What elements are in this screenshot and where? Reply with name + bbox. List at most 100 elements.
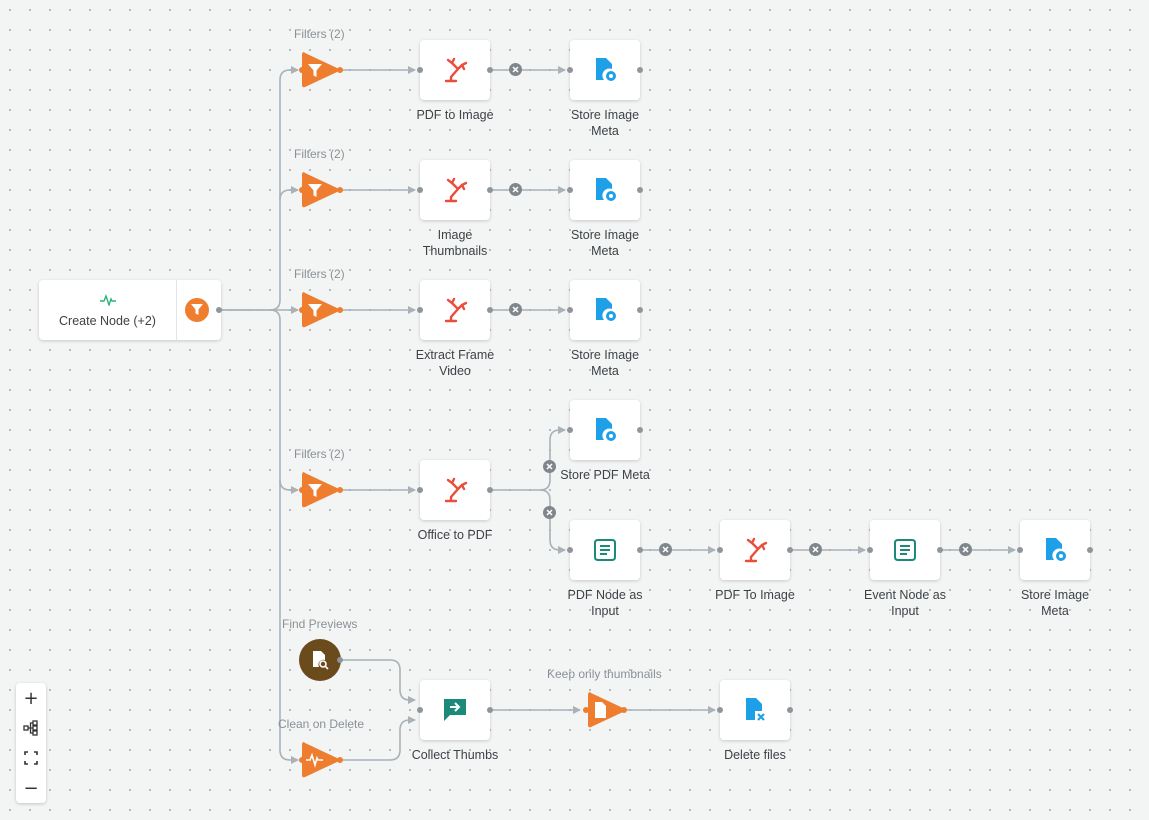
input-port[interactable] bbox=[299, 67, 305, 73]
robot-arm-icon bbox=[444, 477, 468, 503]
input-port[interactable] bbox=[417, 307, 423, 313]
close-icon bbox=[812, 546, 819, 553]
activity-icon bbox=[100, 294, 116, 306]
remove-edge-button[interactable] bbox=[509, 303, 522, 316]
output-port[interactable] bbox=[487, 487, 493, 493]
filter-node-4[interactable] bbox=[300, 470, 340, 510]
filter-group-label: Filters (2) bbox=[294, 27, 345, 41]
remove-edge-button[interactable] bbox=[959, 543, 972, 556]
remove-edge-button[interactable] bbox=[543, 460, 556, 473]
keep-only-thumbnails-node[interactable] bbox=[586, 690, 626, 730]
pdf-to-image-node-2[interactable] bbox=[720, 520, 790, 580]
output-port[interactable] bbox=[637, 307, 643, 313]
input-port[interactable] bbox=[717, 707, 723, 713]
divider bbox=[176, 280, 177, 340]
close-icon bbox=[546, 463, 553, 470]
input-port[interactable] bbox=[567, 187, 573, 193]
output-port[interactable] bbox=[787, 547, 793, 553]
input-port[interactable] bbox=[717, 547, 723, 553]
filter-icon bbox=[308, 304, 322, 317]
output-port[interactable] bbox=[487, 307, 493, 313]
output-port[interactable] bbox=[637, 187, 643, 193]
collect-thumbs-node[interactable] bbox=[420, 680, 490, 740]
input-port[interactable] bbox=[867, 547, 873, 553]
node-label: Event Node as Input bbox=[864, 588, 946, 618]
robot-arm-icon bbox=[744, 537, 768, 563]
input-port[interactable] bbox=[417, 707, 423, 713]
output-port[interactable] bbox=[337, 187, 343, 193]
file-settings-icon bbox=[596, 418, 616, 441]
output-port[interactable] bbox=[337, 487, 343, 493]
output-port[interactable] bbox=[487, 67, 493, 73]
input-port[interactable] bbox=[567, 307, 573, 313]
node-label: Collect Thumbs bbox=[411, 748, 499, 762]
input-port[interactable] bbox=[567, 427, 573, 433]
robot-arm-icon bbox=[444, 177, 468, 203]
output-port[interactable] bbox=[487, 187, 493, 193]
clean-on-delete-node[interactable] bbox=[300, 740, 340, 780]
input-port[interactable] bbox=[583, 707, 589, 713]
find-previews-label: Find Previews bbox=[282, 617, 358, 631]
filter-node-1[interactable] bbox=[300, 50, 340, 90]
input-port[interactable] bbox=[417, 187, 423, 193]
close-icon bbox=[512, 306, 519, 313]
remove-edge-button[interactable] bbox=[543, 506, 556, 519]
input-port[interactable] bbox=[299, 307, 305, 313]
zoom-in-button[interactable]: + bbox=[23, 687, 39, 709]
store-image-meta-node[interactable] bbox=[570, 160, 640, 220]
store-image-meta-node[interactable] bbox=[570, 40, 640, 100]
input-port[interactable] bbox=[417, 67, 423, 73]
output-port[interactable] bbox=[637, 427, 643, 433]
store-image-meta-node[interactable] bbox=[570, 280, 640, 340]
filter-node-3[interactable] bbox=[300, 290, 340, 330]
output-port[interactable] bbox=[637, 67, 643, 73]
remove-edge-button[interactable] bbox=[509, 183, 522, 196]
fit-screen-icon bbox=[24, 751, 38, 765]
output-port[interactable] bbox=[337, 657, 343, 663]
find-previews-node[interactable] bbox=[299, 639, 341, 681]
file-settings-icon bbox=[596, 298, 616, 321]
extract-frame-video-node[interactable] bbox=[420, 280, 490, 340]
keep-only-thumbnails-label: Keep only thumbnails bbox=[547, 667, 662, 681]
delete-files-node[interactable] bbox=[720, 680, 790, 740]
remove-edge-button[interactable] bbox=[809, 543, 822, 556]
fit-view-button[interactable] bbox=[16, 743, 46, 773]
auto-layout-button[interactable] bbox=[16, 713, 46, 743]
office-to-pdf-node[interactable] bbox=[420, 460, 490, 520]
input-port[interactable] bbox=[1017, 547, 1023, 553]
filter-node-2[interactable] bbox=[300, 170, 340, 210]
output-port[interactable] bbox=[937, 547, 943, 553]
zoom-out-button[interactable]: − bbox=[23, 777, 39, 799]
remove-edge-button[interactable] bbox=[659, 543, 672, 556]
input-port[interactable] bbox=[299, 487, 305, 493]
node-label: PDF To Image bbox=[715, 588, 795, 602]
output-port[interactable] bbox=[337, 67, 343, 73]
store-pdf-meta-node[interactable] bbox=[570, 400, 640, 460]
filter-group-label: Filters (2) bbox=[294, 447, 345, 461]
output-port[interactable] bbox=[787, 707, 793, 713]
event-node-as-input-node[interactable] bbox=[870, 520, 940, 580]
output-port[interactable] bbox=[337, 307, 343, 313]
input-port[interactable] bbox=[299, 757, 305, 763]
pdf-to-image-node[interactable] bbox=[420, 40, 490, 100]
store-image-meta-node[interactable] bbox=[1020, 520, 1090, 580]
output-port[interactable] bbox=[621, 707, 627, 713]
output-port[interactable] bbox=[1087, 547, 1093, 553]
output-port[interactable] bbox=[637, 547, 643, 553]
pdf-node-as-input-node[interactable] bbox=[570, 520, 640, 580]
scroll-icon bbox=[894, 539, 916, 561]
output-port[interactable] bbox=[216, 307, 222, 313]
close-icon bbox=[546, 509, 553, 516]
output-port[interactable] bbox=[337, 757, 343, 763]
filter-button[interactable] bbox=[185, 298, 209, 322]
image-thumbnails-node[interactable] bbox=[420, 160, 490, 220]
input-port[interactable] bbox=[299, 187, 305, 193]
node-label: Store Image Meta bbox=[570, 348, 640, 378]
input-port[interactable] bbox=[567, 67, 573, 73]
input-port[interactable] bbox=[567, 547, 573, 553]
output-port[interactable] bbox=[487, 707, 493, 713]
remove-edge-button[interactable] bbox=[509, 63, 522, 76]
filter-icon bbox=[308, 184, 322, 197]
input-port[interactable] bbox=[417, 487, 423, 493]
create-node[interactable]: Create Node (+2) bbox=[39, 280, 221, 340]
